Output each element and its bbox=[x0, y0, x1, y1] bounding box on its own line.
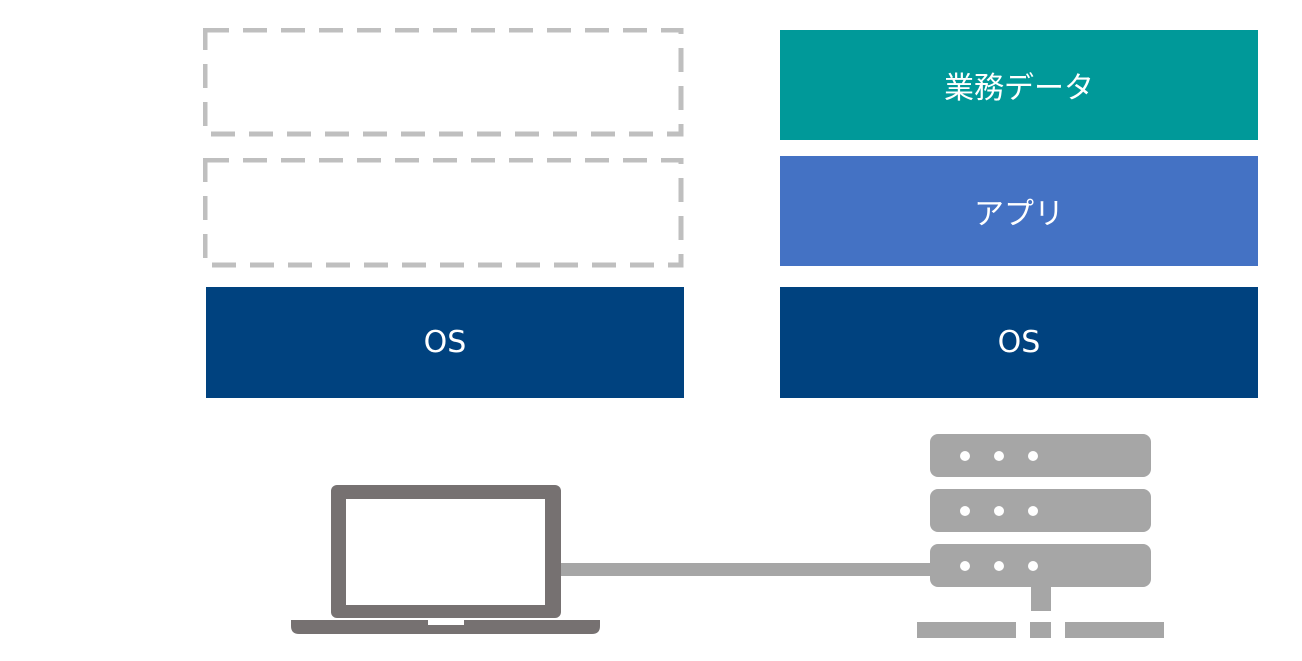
client-empty-slot-middle bbox=[203, 158, 684, 268]
server-app-block: アプリ bbox=[780, 156, 1258, 266]
client-empty-slot-top bbox=[203, 28, 684, 137]
server-data-block: 業務データ bbox=[780, 30, 1258, 140]
client-os-block: OS bbox=[206, 287, 684, 398]
client-os-label: OS bbox=[423, 325, 467, 360]
server-app-label: アプリ bbox=[974, 197, 1064, 232]
server-data-label: 業務データ bbox=[944, 71, 1094, 106]
server-os-label: OS bbox=[997, 325, 1041, 360]
server-os-block: OS bbox=[780, 287, 1258, 398]
